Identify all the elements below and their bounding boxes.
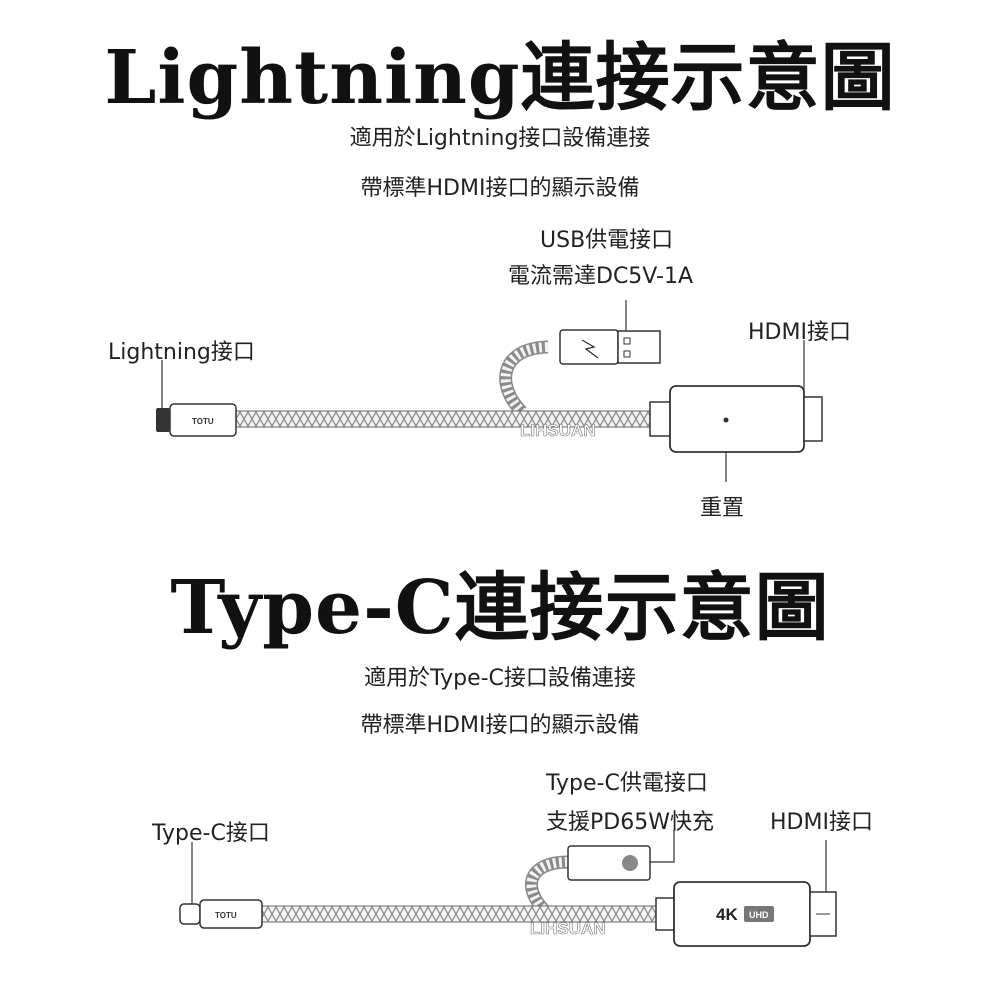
- lightning-bolt-icon: [581, 339, 599, 359]
- typec-hdmi-adapter-collar: [655, 897, 677, 931]
- typec-power-label-line1: Type-C供電接口: [546, 771, 708, 796]
- hdmi-plug: [803, 396, 823, 442]
- reset-button: [723, 417, 729, 423]
- typec-hdmi-adapter-body: [673, 881, 811, 947]
- hdmi-port-label: HDMI接口: [748, 320, 851, 345]
- hdmi-adapter-collar: [649, 401, 673, 437]
- typec-hdmi-plug: [809, 891, 837, 937]
- reset-label: 重置: [700, 496, 745, 521]
- lightning-connector-housing: [169, 403, 237, 437]
- typec-power-socket: [567, 845, 651, 881]
- 4k-badge: 4K: [716, 905, 738, 924]
- usb-plug-body: [559, 329, 619, 365]
- lightning-adapter-illustration: TOTU LIHSUAN: [156, 300, 823, 482]
- usb-pin-hole: [623, 350, 631, 358]
- power-leader-line: [650, 830, 675, 863]
- typec-adapter-illustration: TOTU LIHSUAN 4K UHD: [179, 830, 837, 947]
- uhd-badge: UHD: [749, 910, 769, 920]
- usb-power-label-line2: 電流需達DC5V-1A: [508, 264, 694, 289]
- lightning-subtitle-line2: 帶標準HDMI接口的顯示設備: [360, 176, 640, 201]
- typec-connector-tip: [179, 903, 201, 925]
- typec-port-label: Type-C接口: [152, 821, 270, 846]
- typec-subtitle-line2: 帶標準HDMI接口的顯示設備: [360, 713, 640, 738]
- usb-branch-cable-braid: [500, 342, 549, 416]
- usb-plug-tip: [617, 330, 661, 364]
- typec-connector-housing: [199, 899, 263, 929]
- typec-watermark: LIHSUAN: [530, 919, 606, 938]
- lightning-brand-text: TOTU: [192, 417, 214, 426]
- lightning-connector-tip: [156, 408, 170, 432]
- typec-diagram-title: Type-C連接示意圖: [170, 565, 830, 651]
- lightning-subtitle-line1: 適用於Lightning接口設備連接: [349, 126, 651, 151]
- hdmi-adapter-body: [669, 385, 805, 453]
- usb-power-label-line1: USB供電接口: [540, 228, 674, 253]
- lightning-diagram-title: Lightning連接示意圖: [104, 35, 896, 121]
- typec-brand-text: TOTU: [215, 911, 237, 920]
- typec-hdmi-port-label: HDMI接口: [770, 810, 873, 835]
- usb-pin-hole: [623, 337, 631, 345]
- typec-power-label-line2: 支援PD65W快充: [546, 810, 714, 835]
- pd-icon: [622, 855, 638, 871]
- lightning-port-label: Lightning接口: [108, 340, 255, 365]
- typec-subtitle-line1: 適用於Type-C接口設備連接: [364, 666, 636, 691]
- lightning-watermark: LIHSUAN: [520, 421, 596, 440]
- uhd-badge-background: [744, 906, 774, 922]
